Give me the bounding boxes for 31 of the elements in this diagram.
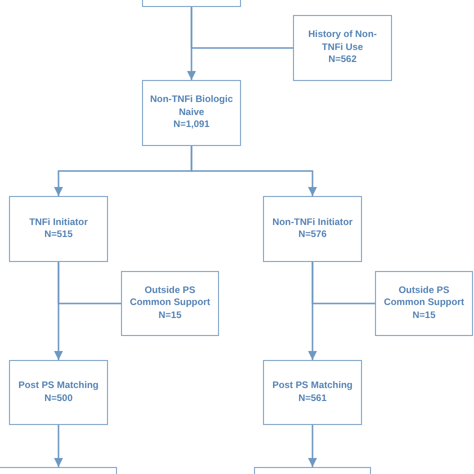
box-text: N=15 [412, 310, 436, 322]
box-text: N=562 [328, 54, 357, 67]
process-box [263, 196, 362, 262]
box-text: N=576 [298, 229, 327, 242]
arrow [190, 146, 317, 196]
process-box [9, 360, 108, 425]
process-box [263, 360, 362, 425]
box-text: N=561 [298, 392, 327, 405]
box-text: N=15 [158, 310, 182, 322]
box-text: N=500 [44, 392, 73, 405]
box-text: TNFi Initiator [29, 216, 88, 229]
arrow [308, 425, 317, 467]
box-text: Outside PS Common Support [128, 284, 212, 310]
box-text: Non-TNFi Initiator [272, 216, 353, 229]
connector-line [312, 262, 375, 304]
connector-line [58, 262, 121, 304]
process-box [375, 271, 473, 336]
cut-off-box [254, 467, 371, 474]
process-box [142, 80, 241, 146]
box-text: History of Non-TNFi Use [307, 29, 378, 54]
box-text: Post PS Matching [18, 380, 99, 392]
box-text: Non-TNFi Biologic Naive [149, 94, 234, 120]
process-box [293, 15, 392, 81]
connector-line [190, 7, 293, 49]
box-text: Outside PS Common Support [382, 284, 466, 310]
box-text: Post PS Matching [272, 380, 353, 392]
arrow [54, 425, 63, 467]
process-box [9, 196, 108, 262]
box-text: N=515 [44, 229, 73, 242]
box-text: N=1,091 [173, 119, 210, 132]
process-box [121, 271, 219, 336]
